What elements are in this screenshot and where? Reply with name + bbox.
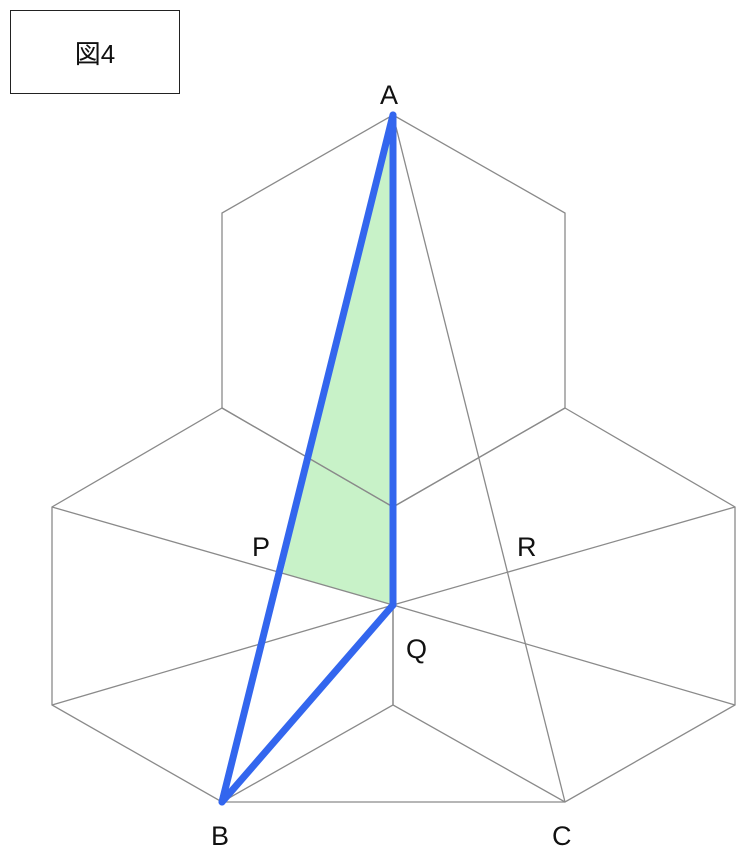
point-label-c: C [552,821,572,851]
point-label-a: A [380,80,398,110]
point-label-r: R [517,532,537,562]
figure-label: 図4 [74,38,116,69]
figure-label-box: 図4 [10,10,180,94]
segment-ab [218,111,397,806]
segment-q-left-upper [51,506,394,606]
segment-q-right-upper [392,506,736,606]
right-hexagon [392,407,736,803]
point-label-q: Q [406,634,427,664]
segment-bq [218,601,397,806]
segment-q-left-lower [51,604,394,706]
point-label-b: B [211,821,229,851]
point-label-p: P [252,532,270,562]
segment-q-right-lower [392,604,736,706]
segment-ac [392,114,566,803]
